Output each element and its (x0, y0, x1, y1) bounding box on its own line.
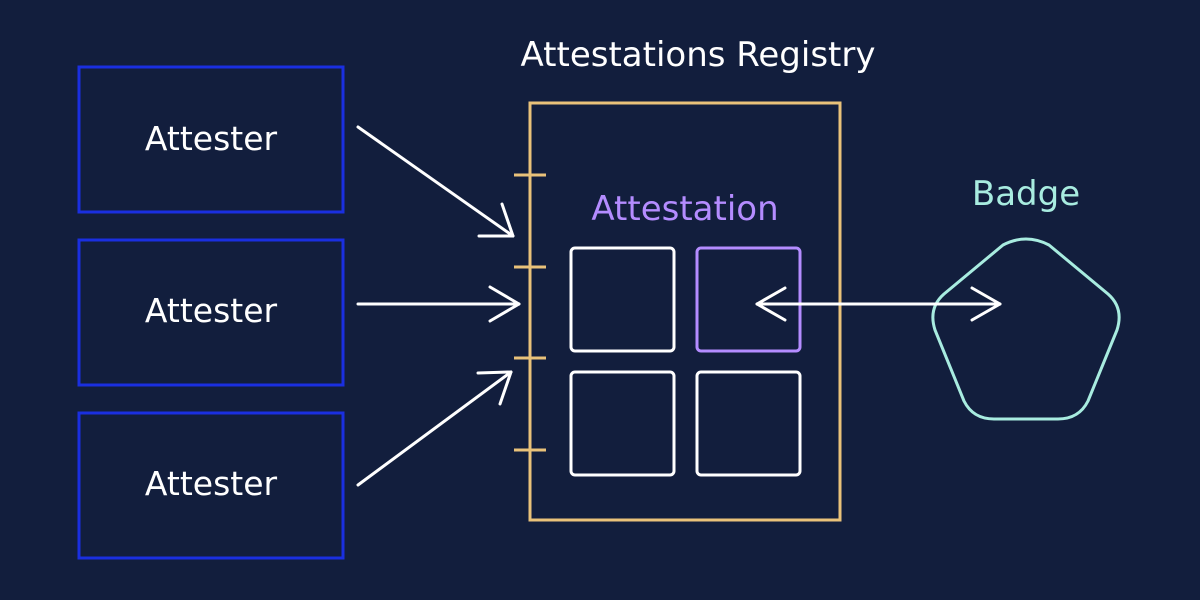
diagram-title: Attestations Registry (521, 35, 876, 75)
arrow-attestation-badge-bidirectional (755, 286, 1002, 322)
attestation-slot (569, 370, 676, 477)
arrow-attester-2-to-registry (356, 285, 521, 323)
arrow-attester-3-to-registry (356, 370, 513, 487)
attester-box-2: Attester (77, 238, 345, 387)
attestation-label: Attestation (591, 189, 778, 229)
attester-box-3: Attester (77, 411, 345, 560)
registry-binder (514, 101, 842, 522)
badge-label: Badge (972, 174, 1080, 214)
attestation-slot (695, 370, 802, 477)
attester-box-1: Attester (77, 65, 345, 214)
attester-label: Attester (145, 119, 278, 158)
attestation-slot (569, 246, 676, 353)
attestation-slot-highlighted (695, 246, 802, 353)
arrow-attester-1-to-registry (356, 125, 515, 238)
attester-label: Attester (145, 291, 278, 330)
attester-label: Attester (145, 464, 278, 503)
badge-pentagon-icon (931, 237, 1121, 421)
